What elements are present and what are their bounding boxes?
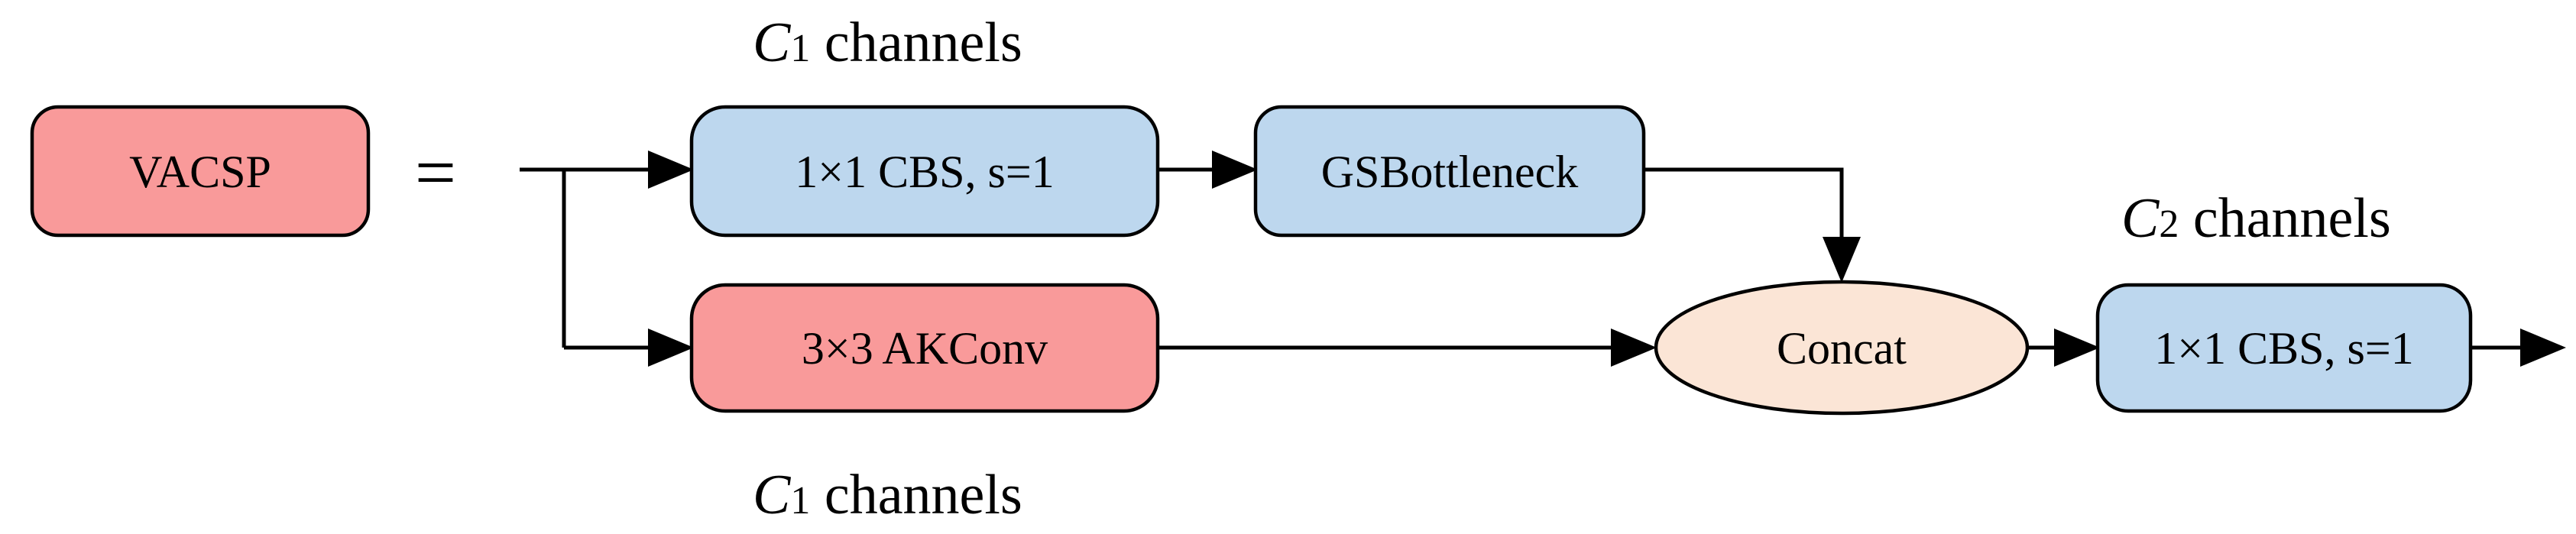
akconv-node: 3×3 AKConv: [689, 283, 1160, 413]
top-channel-label: C1 channels: [753, 11, 1022, 74]
right-channel-symbol: C: [2121, 187, 2160, 250]
bottom-channel-symbol: C: [753, 464, 792, 526]
arrow-gsbottleneck-to-concat: [1644, 167, 1861, 283]
top-channel-subscript: 1: [790, 27, 810, 70]
right-channel-subscript: 2: [2159, 202, 2179, 246]
bottom-channel-subscript: 1: [790, 479, 810, 523]
equals-sign: =: [415, 131, 456, 213]
cbs-top-label: 1×1 CBS, s=1: [795, 147, 1054, 197]
cbs-out-label: 1×1 CBS, s=1: [2154, 323, 2413, 374]
gsbottleneck-label: GSBottleneck: [1321, 147, 1579, 197]
concat-node: Concat: [1654, 280, 2030, 416]
cbs-top-node: 1×1 CBS, s=1: [689, 105, 1160, 238]
bottom-channel-label: C1 channels: [753, 464, 1022, 526]
vacsp-label: VACSP: [129, 147, 271, 197]
cbs-out-node: 1×1 CBS, s=1: [2095, 283, 2473, 413]
right-channel-label: C2 channels: [2121, 187, 2391, 250]
top-channel-symbol: C: [753, 11, 792, 74]
akconv-label: 3×3 AKConv: [802, 323, 1048, 374]
bottom-channel-text: channels: [810, 464, 1022, 526]
top-channel-text: channels: [810, 11, 1022, 74]
concat-label: Concat: [1777, 323, 1907, 374]
right-channel-text: channels: [2179, 187, 2390, 250]
gsbottleneck-node: GSBottleneck: [1253, 105, 1646, 238]
vacsp-node: VACSP: [30, 105, 371, 238]
